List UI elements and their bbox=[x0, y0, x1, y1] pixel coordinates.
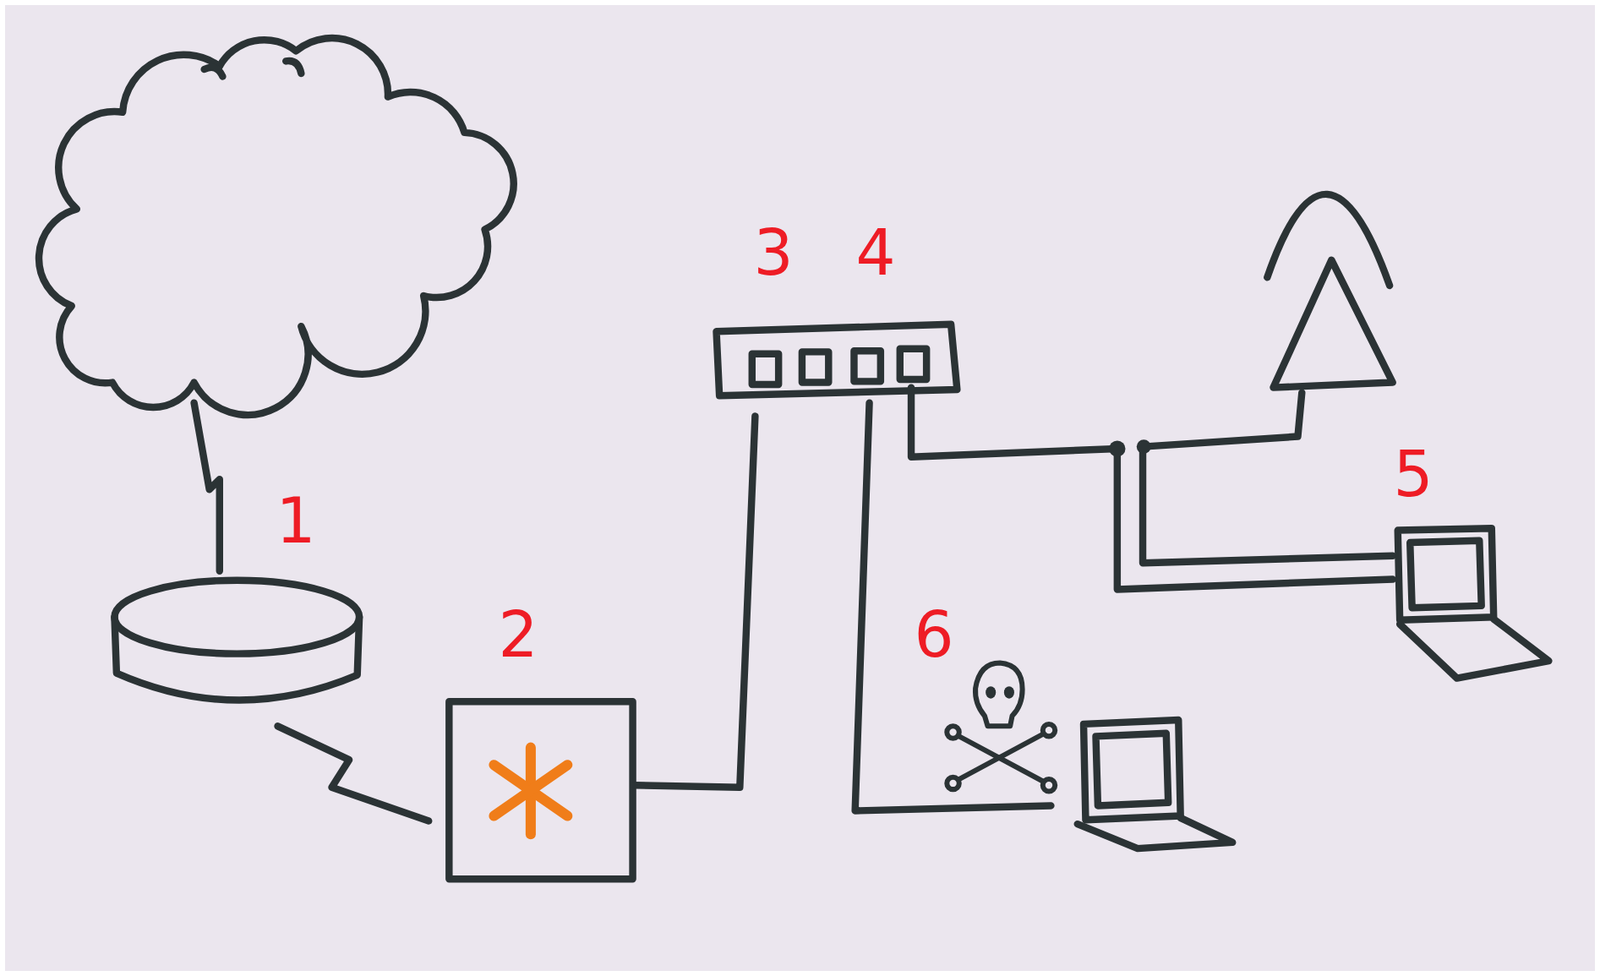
lightning-link bbox=[194, 403, 220, 572]
paper-ground bbox=[5, 5, 1595, 972]
laptop-base bbox=[1399, 619, 1549, 679]
switch-port bbox=[853, 350, 880, 382]
callout-number: 2 bbox=[497, 603, 538, 667]
cloud-hook bbox=[204, 60, 302, 77]
lightning-link bbox=[278, 726, 430, 821]
switch-port bbox=[802, 351, 829, 383]
switch-port bbox=[752, 354, 779, 385]
junction-dot bbox=[1108, 440, 1125, 457]
crossbones bbox=[946, 724, 1055, 792]
cable bbox=[634, 415, 755, 787]
antenna-wave bbox=[1266, 194, 1390, 286]
laptop-screen bbox=[1409, 540, 1481, 609]
skull-eye bbox=[1004, 686, 1015, 699]
skull bbox=[975, 662, 1023, 727]
laptop-base bbox=[1077, 818, 1233, 849]
antenna bbox=[1273, 260, 1393, 388]
callout-number: 6 bbox=[913, 603, 954, 667]
laptop-screen bbox=[1096, 733, 1169, 807]
switch-port bbox=[900, 349, 927, 380]
laptop bbox=[1397, 528, 1494, 621]
callout-number: 5 bbox=[1392, 442, 1433, 506]
callout-number: 1 bbox=[275, 489, 316, 552]
router-box bbox=[448, 701, 633, 880]
cable bbox=[1117, 448, 1393, 590]
cable bbox=[1142, 393, 1302, 448]
modem-disc-side bbox=[114, 617, 360, 700]
callout-number: 4 bbox=[855, 221, 896, 284]
cable bbox=[1142, 447, 1393, 564]
callout-number: 3 bbox=[753, 221, 793, 284]
cable bbox=[911, 387, 1118, 458]
asterisk bbox=[493, 748, 568, 836]
modem-disc bbox=[114, 580, 360, 655]
laptop bbox=[1083, 720, 1181, 820]
internet-cloud bbox=[38, 38, 514, 416]
cable bbox=[855, 403, 1052, 812]
switch bbox=[716, 324, 958, 396]
junction-dot bbox=[1136, 439, 1152, 454]
skull-eye bbox=[985, 686, 996, 699]
